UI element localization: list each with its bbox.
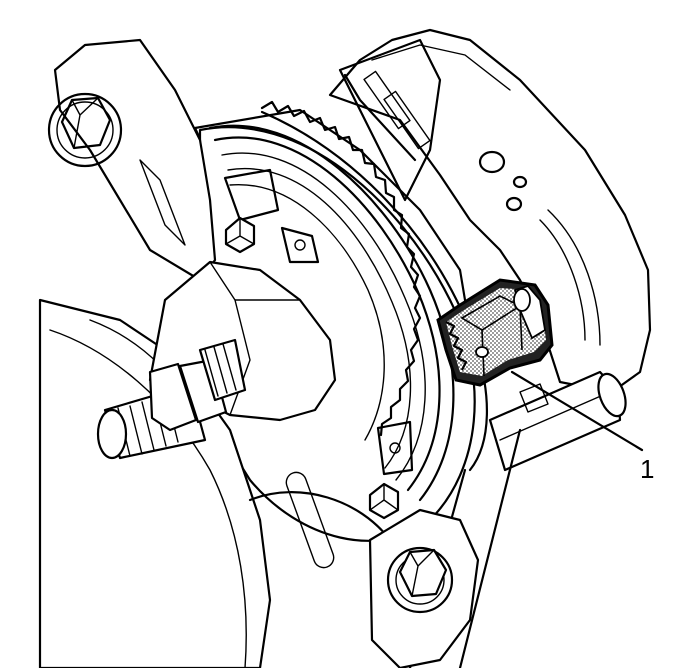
callout-1-leader xyxy=(510,370,644,452)
lower-bracket xyxy=(368,508,480,668)
mounting-bracket-left xyxy=(47,38,217,282)
callout-1: 1 xyxy=(510,370,654,484)
bracket-web xyxy=(338,38,442,202)
flywheel xyxy=(198,100,489,542)
mounting-bracket-right xyxy=(328,28,652,394)
housing-bolt-lower xyxy=(368,482,400,520)
highlighted-locking-tool xyxy=(436,278,554,387)
housing-bolt-upper xyxy=(224,216,256,254)
puller-tool xyxy=(96,260,337,460)
callout-1-label: 1 xyxy=(640,454,654,484)
